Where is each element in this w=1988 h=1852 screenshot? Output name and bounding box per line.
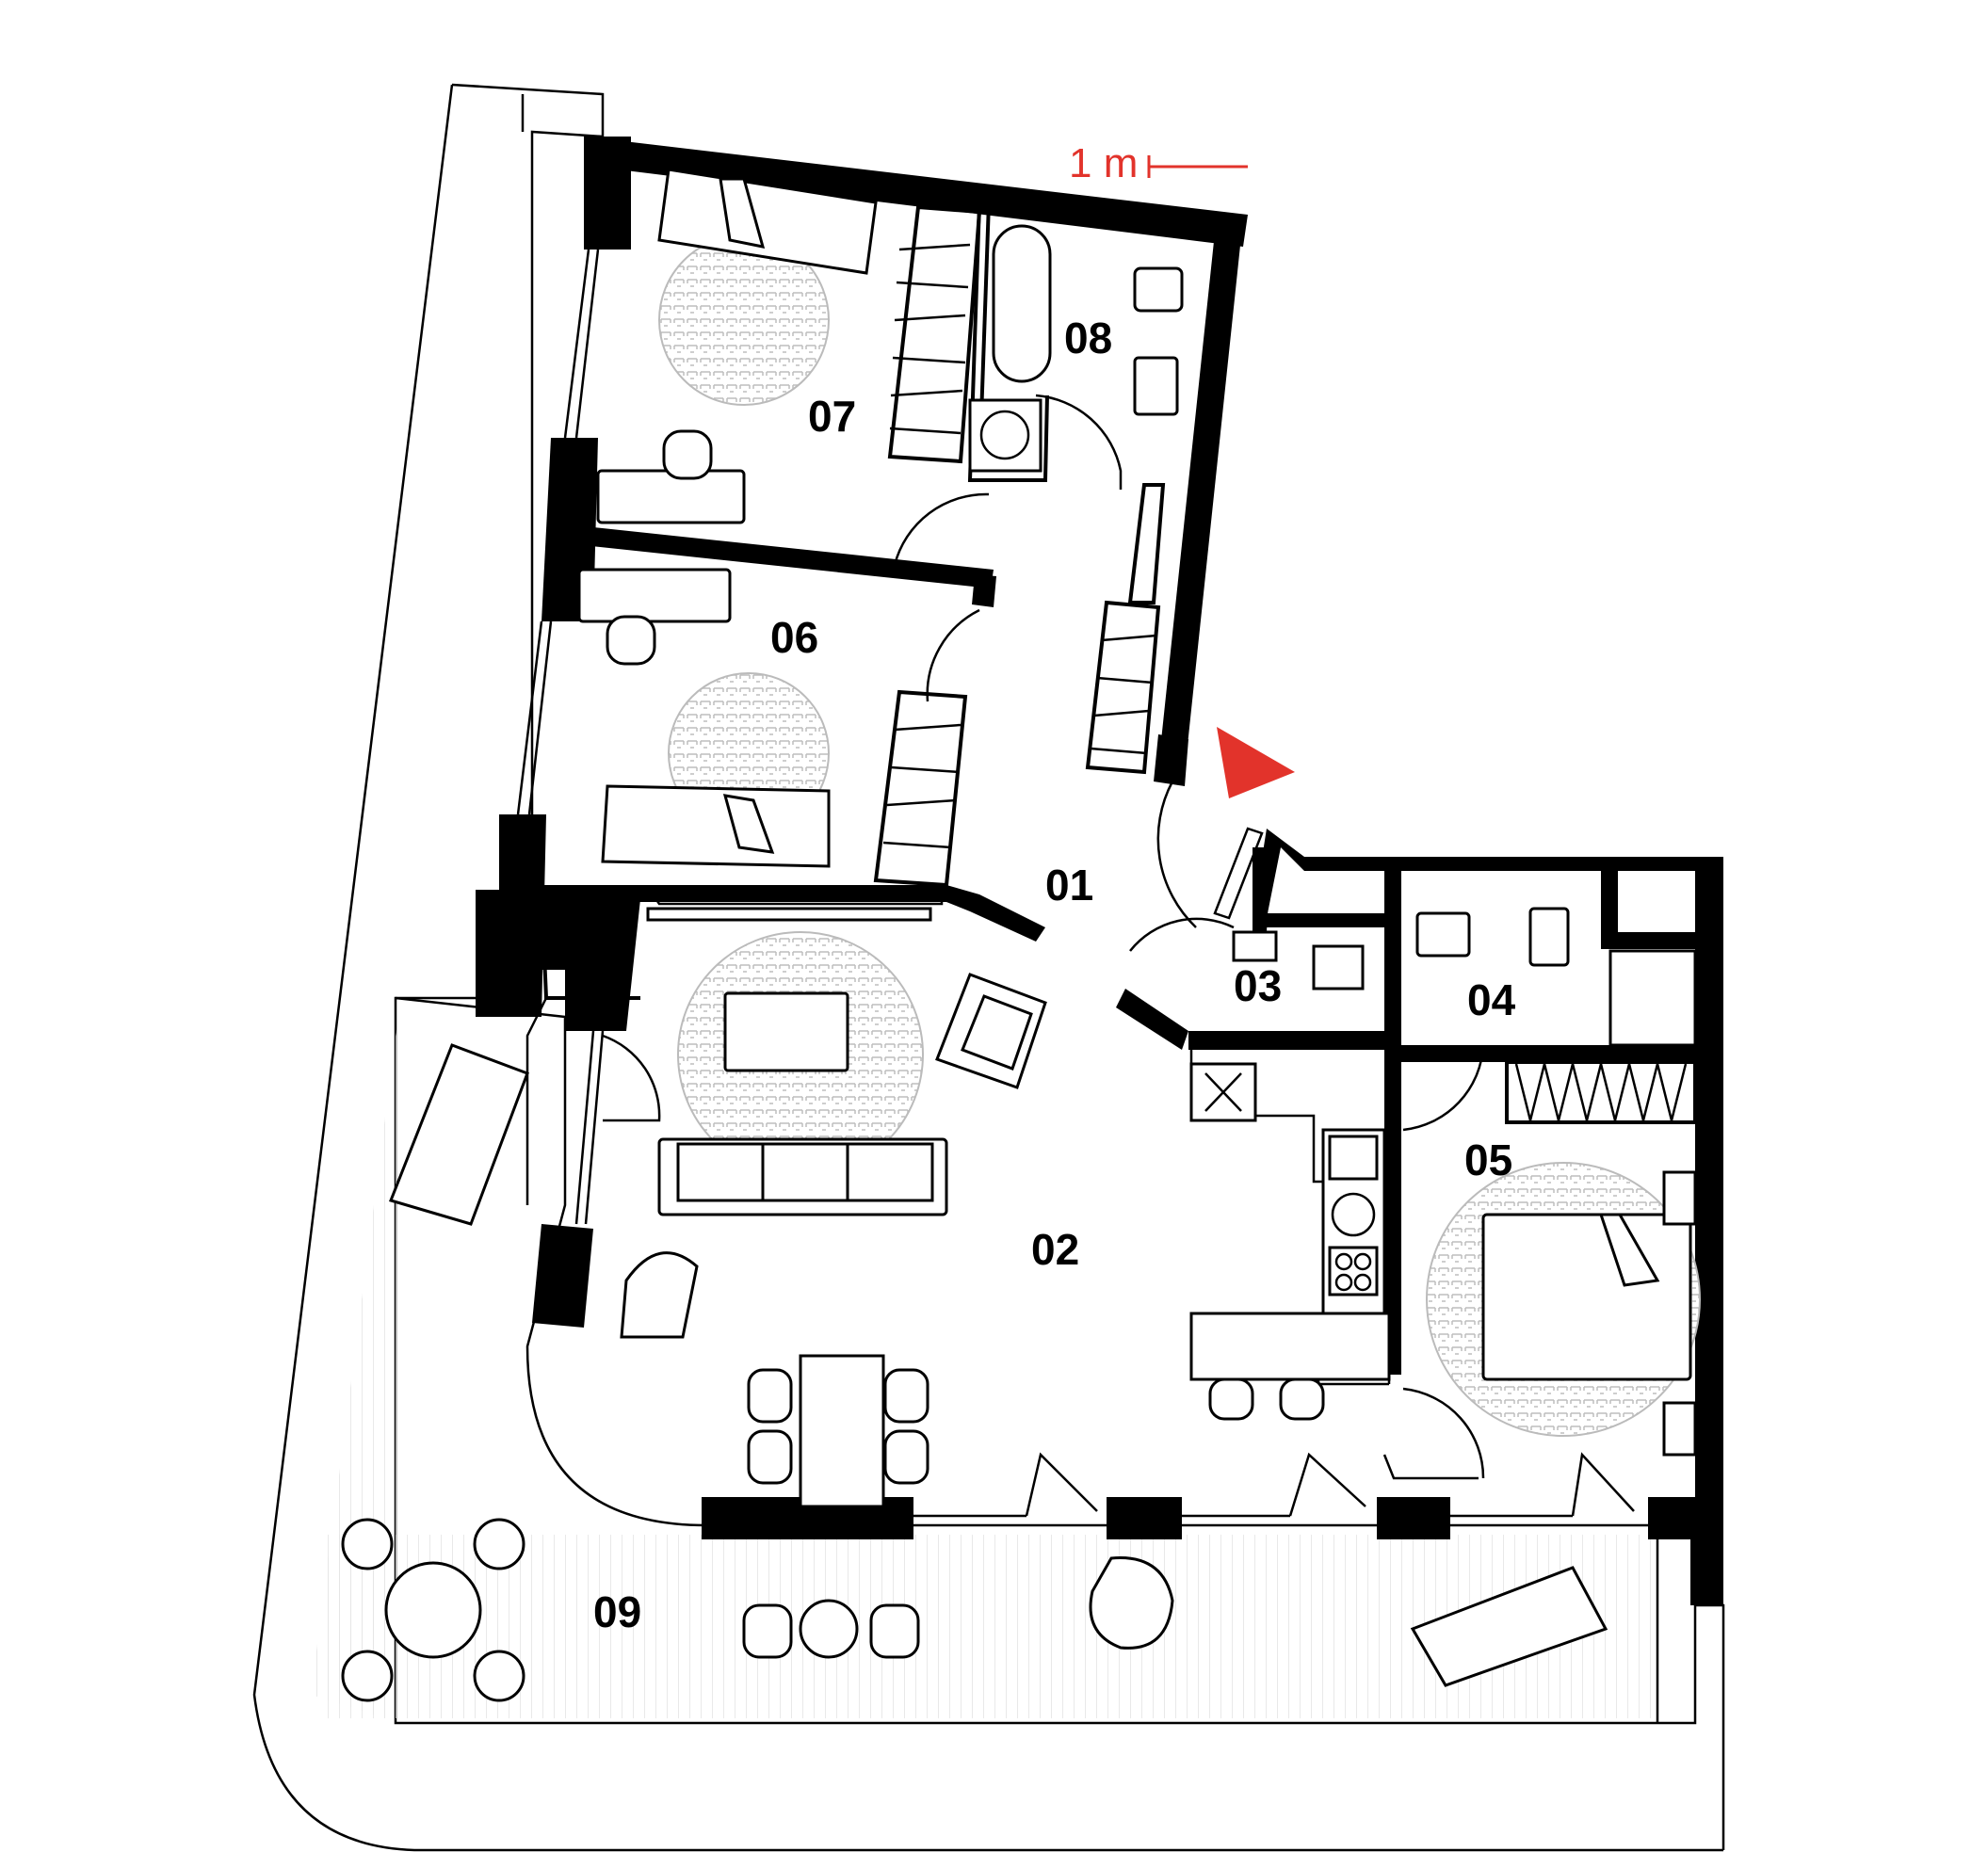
room-label-03: 03 — [1234, 961, 1282, 1010]
scale-bar: 1 m — [1069, 140, 1248, 186]
room-label-05: 05 — [1464, 1135, 1512, 1184]
room-label-04: 04 — [1467, 975, 1516, 1024]
wardrobes — [873, 204, 1697, 1124]
room-label-06: 06 — [770, 613, 818, 662]
room-label-02: 02 — [1031, 1225, 1079, 1274]
scale-label: 1 m — [1069, 140, 1138, 186]
room-label-07: 07 — [808, 392, 856, 441]
walls — [476, 137, 1723, 1605]
windows — [516, 249, 1573, 1518]
room-label-01: 01 — [1045, 861, 1093, 910]
room-label-09: 09 — [593, 1587, 641, 1636]
room-label-08: 08 — [1064, 314, 1112, 362]
entrance-arrow-icon — [1217, 727, 1295, 798]
room-labels: 01 02 03 04 05 06 07 08 09 — [593, 314, 1516, 1636]
doors — [602, 394, 1635, 1517]
furniture — [341, 168, 1697, 1702]
